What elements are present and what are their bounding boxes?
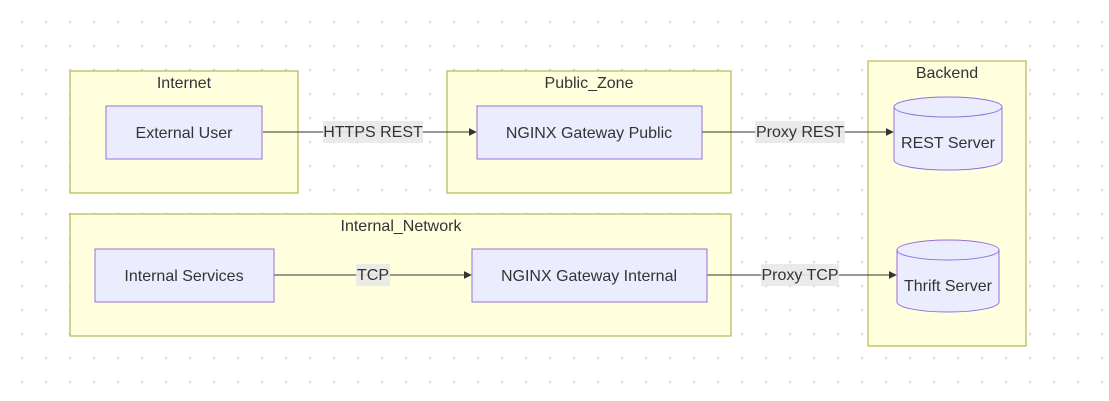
node-nginx-gateway-public[interactable]: NGINX Gateway Public xyxy=(476,105,703,160)
edge-label-proxy-rest: Proxy REST xyxy=(756,124,844,141)
node-external-user[interactable]: External User xyxy=(105,105,263,160)
cluster-internal-network-label: Internal_Network xyxy=(341,218,463,235)
cluster-public-zone-label: Public_Zone xyxy=(545,75,634,92)
node-thrift-server-label: Thrift Server xyxy=(904,278,993,295)
node-external-user-label: External User xyxy=(136,125,234,142)
node-internal-services[interactable]: Internal Services xyxy=(94,248,275,303)
edge-https-rest: HTTPS REST xyxy=(263,121,477,143)
node-internal-services-label: Internal Services xyxy=(124,268,243,285)
node-thrift-server[interactable]: Thrift Server xyxy=(896,239,1000,313)
edge-tcp: TCP xyxy=(274,264,472,286)
edge-label-tcp: TCP xyxy=(357,267,389,284)
node-nginx-gateway-internal[interactable]: NGINX Gateway Internal xyxy=(471,248,708,303)
edge-proxy-rest: Proxy REST xyxy=(702,121,894,143)
node-nginx-gateway-public-label: NGINX Gateway Public xyxy=(506,125,672,142)
edge-label-https-rest: HTTPS REST xyxy=(323,124,423,141)
edge-label-proxy-tcp: Proxy TCP xyxy=(761,267,838,284)
node-rest-server[interactable]: REST Server xyxy=(893,96,1003,171)
cluster-backend-label: Backend xyxy=(916,65,978,82)
node-rest-server-label: REST Server xyxy=(901,135,996,152)
cluster-internet-label: Internet xyxy=(157,75,212,92)
node-nginx-gateway-internal-label: NGINX Gateway Internal xyxy=(501,268,677,285)
edge-proxy-tcp: Proxy TCP xyxy=(707,264,897,286)
